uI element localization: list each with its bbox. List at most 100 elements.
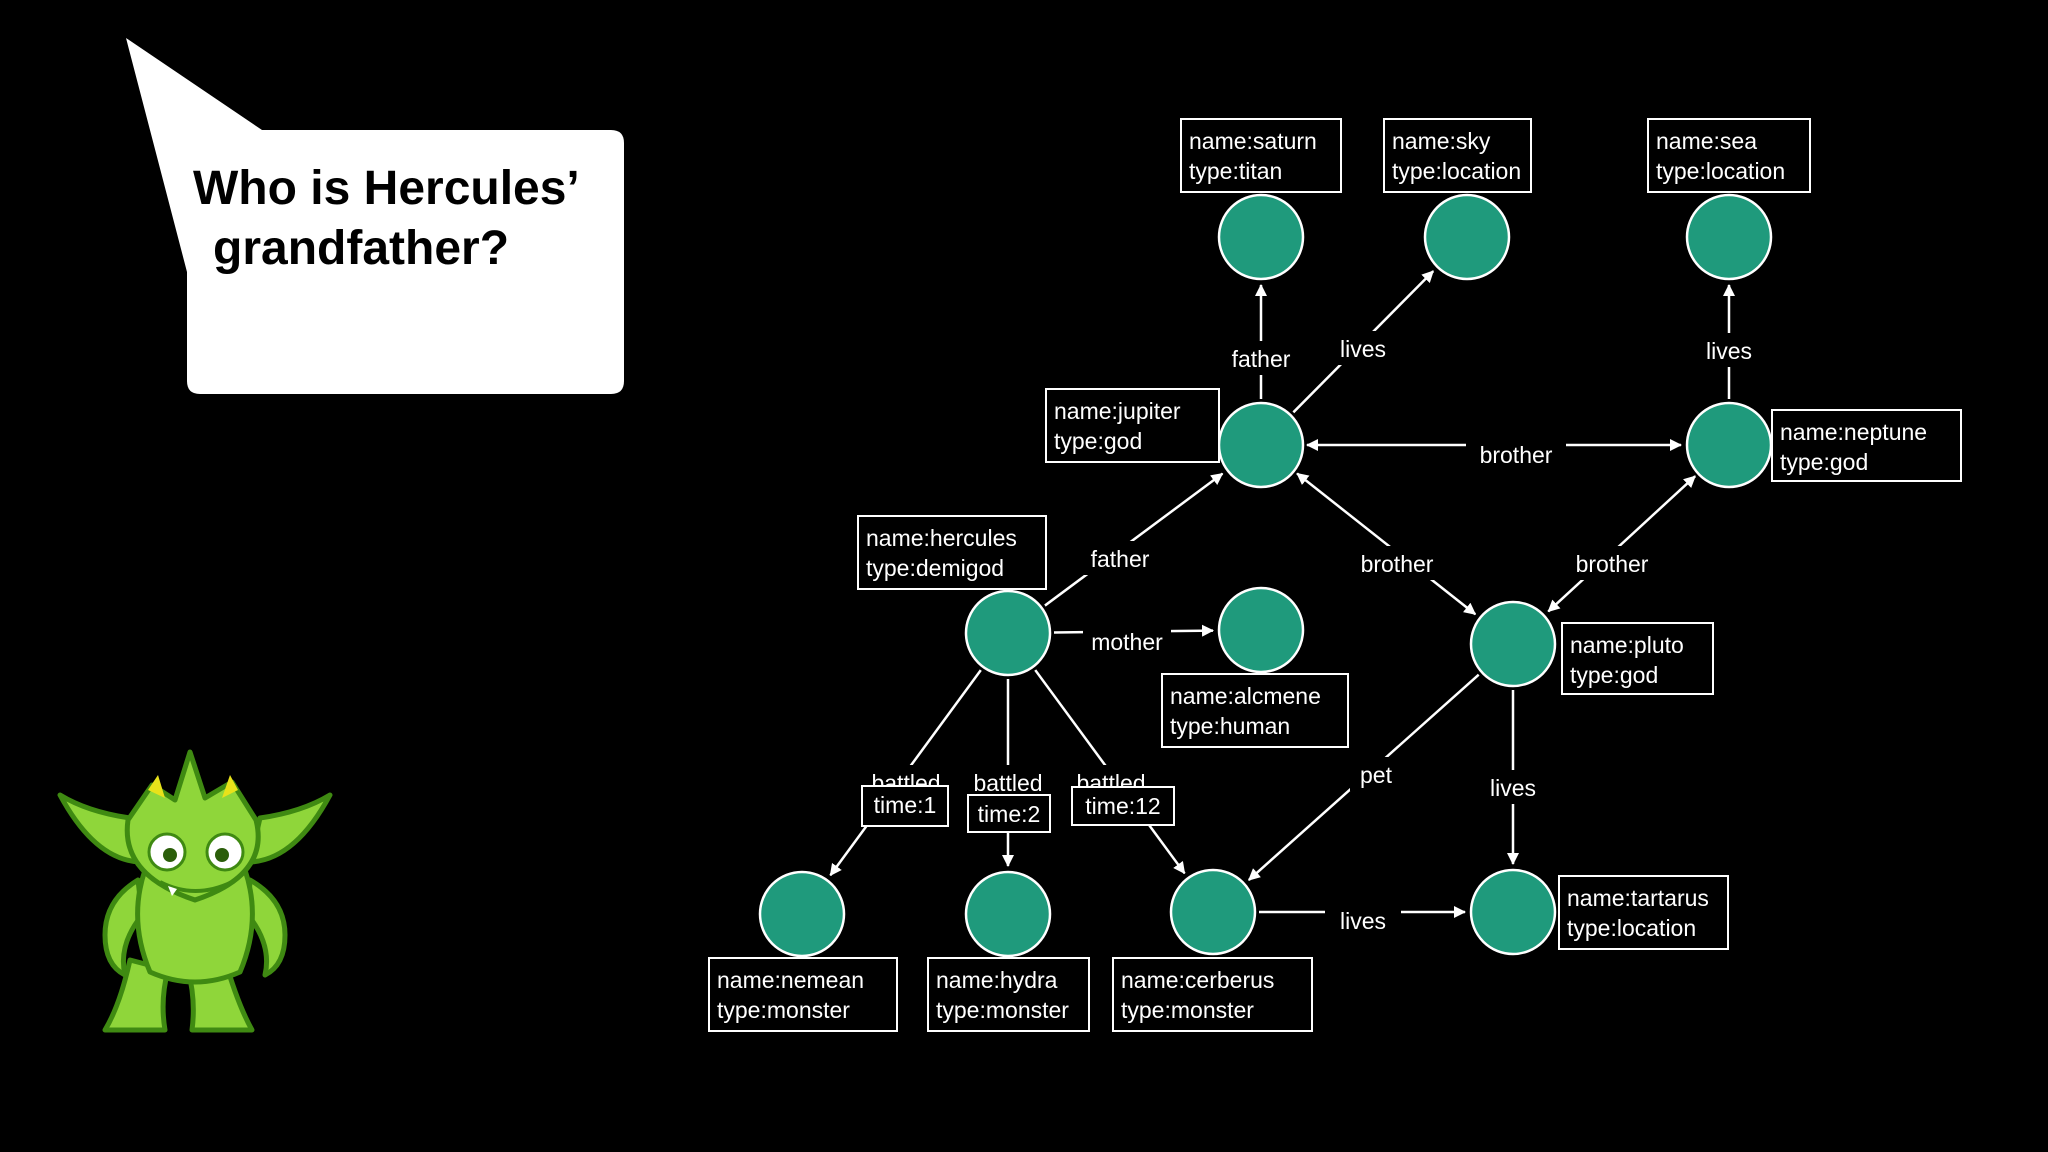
edge-hercules-hydra: battled time:2 bbox=[958, 679, 1058, 867]
node-nemean: name:nemean type:monster bbox=[708, 870, 898, 1032]
node-property-text: name:sky bbox=[1392, 128, 1491, 154]
edge-label: pet bbox=[1360, 762, 1393, 788]
speech-bubble-line-1: Who is Hercules’ bbox=[193, 162, 580, 215]
node-property-text: type:god bbox=[1570, 662, 1658, 688]
edge-label: lives bbox=[1340, 908, 1386, 934]
node-property-box bbox=[1561, 622, 1714, 695]
node-property-text: name:hercules bbox=[866, 525, 1017, 551]
edge-pluto-tartarus: lives bbox=[1475, 690, 1551, 865]
edge-label-mask bbox=[1466, 437, 1566, 471]
node-sky: name:sky type:location bbox=[1383, 118, 1532, 281]
node-circle bbox=[1169, 868, 1257, 956]
node-property-text: type:god bbox=[1780, 449, 1868, 475]
speech-bubble-shape bbox=[126, 38, 624, 394]
node-property-text: name:pluto bbox=[1570, 632, 1684, 658]
node-property-box bbox=[1647, 118, 1811, 193]
edge-label-mask bbox=[1475, 770, 1551, 804]
node-hercules: name:hercules type:demigod bbox=[857, 515, 1052, 677]
node-circle bbox=[1217, 586, 1305, 674]
node-neptune: name:neptune type:god bbox=[1685, 401, 1962, 489]
edge-label-mask bbox=[1325, 331, 1401, 365]
edge-neptune-sea: lives bbox=[1691, 284, 1767, 399]
edge-property-text: time:12 bbox=[1085, 793, 1160, 819]
node-tartarus: name:tartarus type:location bbox=[1469, 868, 1729, 956]
node-property-box bbox=[1558, 875, 1729, 950]
edge-line bbox=[1547, 475, 1697, 613]
node-jupiter: name:jupiter type:god bbox=[1045, 388, 1305, 489]
edge-label: lives bbox=[1340, 336, 1386, 362]
edge-label: mother bbox=[1091, 629, 1163, 655]
node-property-text: type:monster bbox=[1121, 997, 1254, 1023]
node-circle bbox=[1685, 401, 1773, 489]
edge-property-box bbox=[967, 794, 1051, 833]
speech-bubble-line-2: grandfather? bbox=[213, 222, 509, 275]
node-property-text: type:titan bbox=[1189, 158, 1282, 184]
node-property-text: type:human bbox=[1170, 713, 1290, 739]
node-circle bbox=[1423, 193, 1511, 281]
node-cerberus: name:cerberus type:monster bbox=[1112, 868, 1313, 1032]
node-property-text: name:jupiter bbox=[1054, 398, 1181, 424]
edge-label: father bbox=[1091, 546, 1150, 572]
edge-label: brother bbox=[1361, 551, 1434, 577]
edge-hercules-alcmene: mother bbox=[1053, 624, 1215, 658]
edge-pluto-cerberus: pet bbox=[1247, 673, 1480, 881]
node-property-text: name:alcmene bbox=[1170, 683, 1321, 709]
node-circle bbox=[964, 870, 1052, 958]
graph-edges: father lives lives brother father mother broth… bbox=[829, 270, 1767, 937]
edge-jupiter-neptune: brother bbox=[1306, 437, 1682, 471]
edge-label-mask bbox=[958, 765, 1058, 799]
node-property-text: name:hydra bbox=[936, 967, 1058, 993]
node-circle bbox=[1217, 193, 1305, 281]
edge-label: brother bbox=[1480, 442, 1553, 468]
edge-jupiter-saturn: father bbox=[1217, 284, 1305, 399]
edge-label: battled bbox=[973, 770, 1042, 796]
edge-label-mask bbox=[1350, 757, 1402, 791]
edge-label: lives bbox=[1706, 338, 1752, 364]
node-circle bbox=[1469, 600, 1557, 688]
edge-line bbox=[1044, 472, 1224, 607]
goblin-mascot-icon bbox=[57, 749, 333, 1033]
edge-property-text: time:1 bbox=[874, 792, 937, 818]
node-property-box bbox=[708, 957, 898, 1032]
node-property-box bbox=[1161, 673, 1349, 748]
node-property-text: type:demigod bbox=[866, 555, 1004, 581]
node-property-text: type:location bbox=[1656, 158, 1785, 184]
edge-label-mask bbox=[1217, 341, 1305, 375]
node-sea: name:sea type:location bbox=[1647, 118, 1811, 281]
node-property-text: name:cerberus bbox=[1121, 967, 1274, 993]
node-property-box bbox=[857, 515, 1047, 590]
edge-property-text: time:2 bbox=[978, 801, 1041, 827]
edge-jupiter-sky: lives bbox=[1292, 270, 1435, 414]
node-property-text: type:god bbox=[1054, 428, 1142, 454]
edge-label-mask bbox=[1691, 333, 1767, 367]
edge-label-mask bbox=[1083, 624, 1171, 658]
node-property-text: name:tartarus bbox=[1567, 885, 1709, 911]
node-property-text: name:sea bbox=[1656, 128, 1757, 154]
edge-label-mask bbox=[1347, 546, 1447, 580]
node-property-text: type:location bbox=[1392, 158, 1521, 184]
node-property-text: type:monster bbox=[936, 997, 1069, 1023]
node-property-box bbox=[1383, 118, 1532, 193]
node-circle bbox=[964, 589, 1052, 677]
node-property-box bbox=[1180, 118, 1342, 193]
node-property-text: name:neptune bbox=[1780, 419, 1927, 445]
edge-neptune-pluto: brother bbox=[1547, 475, 1697, 613]
edge-cerberus-tartarus: lives bbox=[1259, 903, 1466, 937]
node-property-text: name:nemean bbox=[717, 967, 864, 993]
node-circle bbox=[758, 870, 846, 958]
node-property-box bbox=[927, 957, 1090, 1032]
node-pluto: name:pluto type:god bbox=[1469, 600, 1714, 695]
node-property-text: type:monster bbox=[717, 997, 850, 1023]
edge-label: lives bbox=[1490, 775, 1536, 801]
edge-property-box bbox=[861, 785, 949, 827]
node-circle bbox=[1469, 868, 1557, 956]
edge-label-mask bbox=[1076, 541, 1164, 575]
node-property-box bbox=[1045, 388, 1220, 463]
node-alcmene: name:alcmene type:human bbox=[1161, 586, 1349, 748]
node-property-text: type:location bbox=[1567, 915, 1696, 941]
